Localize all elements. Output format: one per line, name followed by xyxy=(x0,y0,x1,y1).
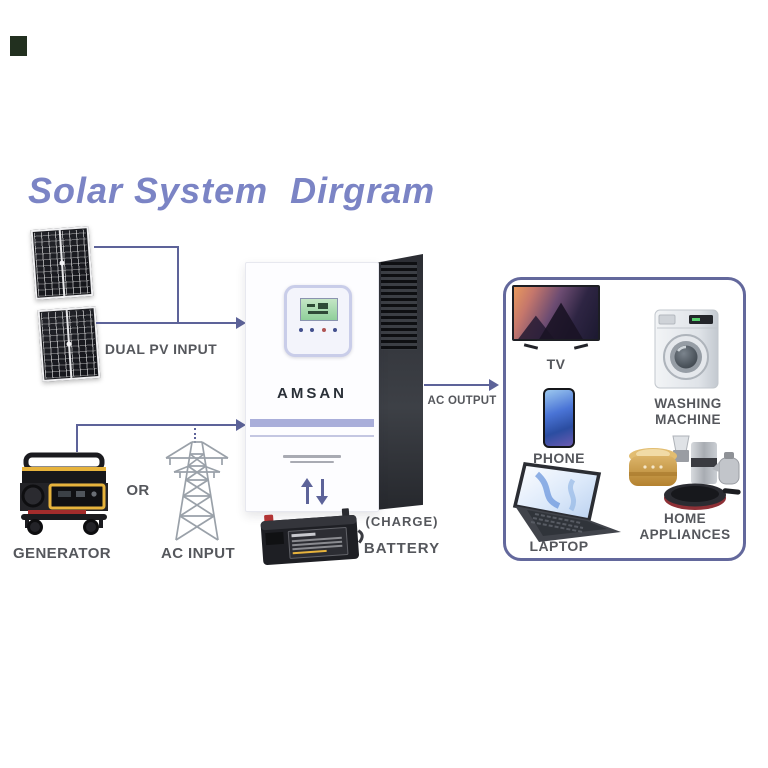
inverter-unit: AMSAN xyxy=(245,254,425,512)
brand-label: AMSAN xyxy=(277,385,347,402)
battery-icon xyxy=(260,508,364,566)
home-appliances-icon xyxy=(629,435,741,510)
generator-line-horizontal xyxy=(76,424,237,426)
decor-stripe-thin xyxy=(250,435,374,437)
tv-icon xyxy=(512,285,600,341)
ac-output-line xyxy=(424,384,490,386)
generator-icon xyxy=(20,452,108,535)
pv-line-vertical xyxy=(177,246,179,324)
inverter-display-module xyxy=(284,285,352,357)
laptop-label: LAPTOP xyxy=(529,538,589,554)
corner-mark xyxy=(10,36,27,56)
ac-output-label: AC OUTPUT xyxy=(427,395,497,407)
ac-output-arrow-icon xyxy=(489,379,499,391)
tv-stand xyxy=(523,341,589,349)
phone-label: PHONE xyxy=(533,450,585,466)
generator-line-vertical xyxy=(76,425,78,452)
charge-up-arrow-icon xyxy=(301,478,313,504)
ac-input-label: AC INPUT xyxy=(160,545,236,562)
washing-machine-label: WASHING MACHINE xyxy=(654,396,722,427)
lcd-screen xyxy=(300,298,338,321)
decor-stripe xyxy=(250,419,374,427)
charge-label: (CHARGE) xyxy=(365,514,439,529)
inverter-side-panel xyxy=(375,254,423,510)
ac-in-arrow-icon xyxy=(236,419,246,431)
solar-panel-icon xyxy=(30,226,94,300)
phone-icon xyxy=(543,388,575,448)
pv-line-bottom xyxy=(96,322,237,324)
dual-pv-input-label: DUAL PV INPUT xyxy=(104,341,218,357)
inverter-buttons xyxy=(299,328,337,332)
inverter-front-panel: AMSAN xyxy=(245,262,379,512)
power-tower-icon xyxy=(165,441,229,541)
charge-down-arrow-icon xyxy=(316,479,328,505)
pv-arrow-icon xyxy=(236,317,246,329)
page-title: Solar System Dirgram xyxy=(28,170,436,211)
vent-grille-icon xyxy=(381,262,417,350)
solar-panel-icon xyxy=(37,306,101,382)
fine-print-lines xyxy=(246,455,378,463)
tv-label: TV xyxy=(546,356,566,372)
washing-machine-icon xyxy=(654,309,719,389)
home-appliances-label: HOME APPLIANCES xyxy=(639,511,731,542)
or-label: OR xyxy=(126,482,150,499)
generator-label: GENERATOR xyxy=(12,545,112,562)
tower-dotted-connector xyxy=(194,428,196,443)
battery-label: BATTERY xyxy=(363,540,441,557)
laptop-icon xyxy=(512,462,621,542)
pv-line-top xyxy=(94,246,179,248)
